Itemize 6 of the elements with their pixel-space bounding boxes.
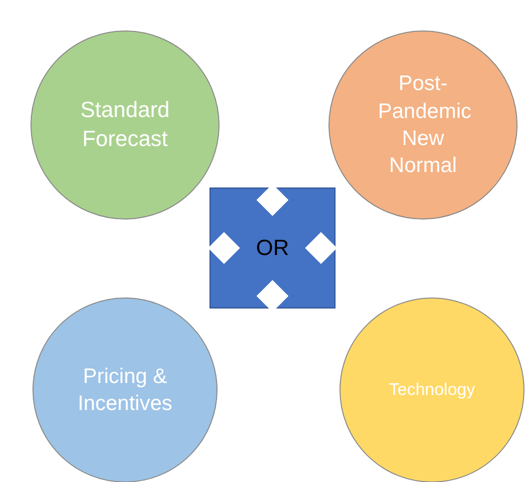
- node-label: Pricing & Incentives: [76, 364, 174, 417]
- circle-node: [30, 30, 220, 220]
- node-label: Technology: [388, 378, 475, 401]
- circle-node: [328, 30, 518, 220]
- node-label: OR: [256, 234, 289, 262]
- node-label: Standard Forecast: [79, 96, 171, 153]
